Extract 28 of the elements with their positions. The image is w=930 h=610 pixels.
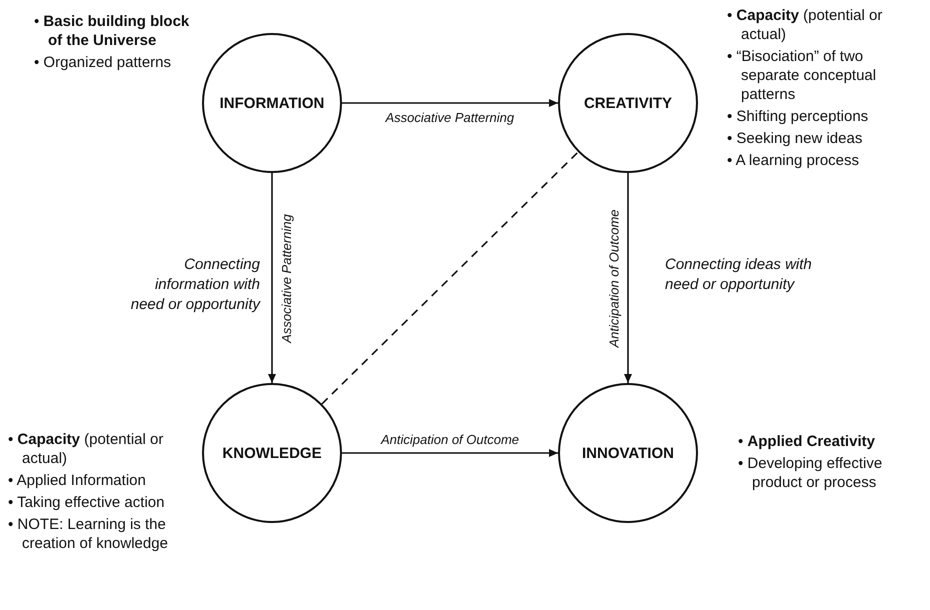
edge-label: Associative Patterning xyxy=(386,110,514,124)
bullet-item: • Applied Creativity xyxy=(738,432,876,451)
bullet-item: • A learning process xyxy=(727,151,860,170)
bullet-item: • NOTE: Learning is the creation of knowledge xyxy=(8,515,169,553)
annotation-text: Connecting information with need or opportunity xyxy=(130,255,260,315)
node-title: INFORMATION xyxy=(220,94,324,112)
bullet-item: • Seeking new ideas xyxy=(727,129,864,148)
arrow xyxy=(342,99,558,107)
edge-label: Anticipation of Outcome xyxy=(381,432,520,446)
annotation-text: Connecting ideas with need or opportunity xyxy=(665,255,813,295)
arrow xyxy=(624,173,632,383)
arrow xyxy=(268,173,276,383)
bullet-item: • Applied Information xyxy=(8,471,147,490)
bullet-item: • Organized patterns xyxy=(34,53,172,72)
bullet-item: • Capacity (potential or actual) xyxy=(727,6,884,44)
bullet-item: • Taking effective action xyxy=(8,493,166,512)
edge-label: Anticipation of Outcome xyxy=(606,208,622,348)
bullet-item: • Developing effective product or process xyxy=(738,454,884,492)
edge-label: Associative Patterning xyxy=(278,214,294,342)
bullet-item: • Shifting perceptions xyxy=(727,107,870,126)
dashed-line xyxy=(321,152,579,404)
node-title: INNOVATION xyxy=(582,444,674,462)
bullet-item: • Capacity (potential or actual) xyxy=(8,430,164,468)
bullet-item: • Basic building block of the Universe xyxy=(34,12,190,50)
bullet-item: • “Bisociation” of two separate conceptual patterns xyxy=(727,47,878,104)
node-title: KNOWLEDGE xyxy=(222,444,322,462)
node-title: CREATIVITY xyxy=(584,94,672,112)
arrow xyxy=(342,449,558,457)
